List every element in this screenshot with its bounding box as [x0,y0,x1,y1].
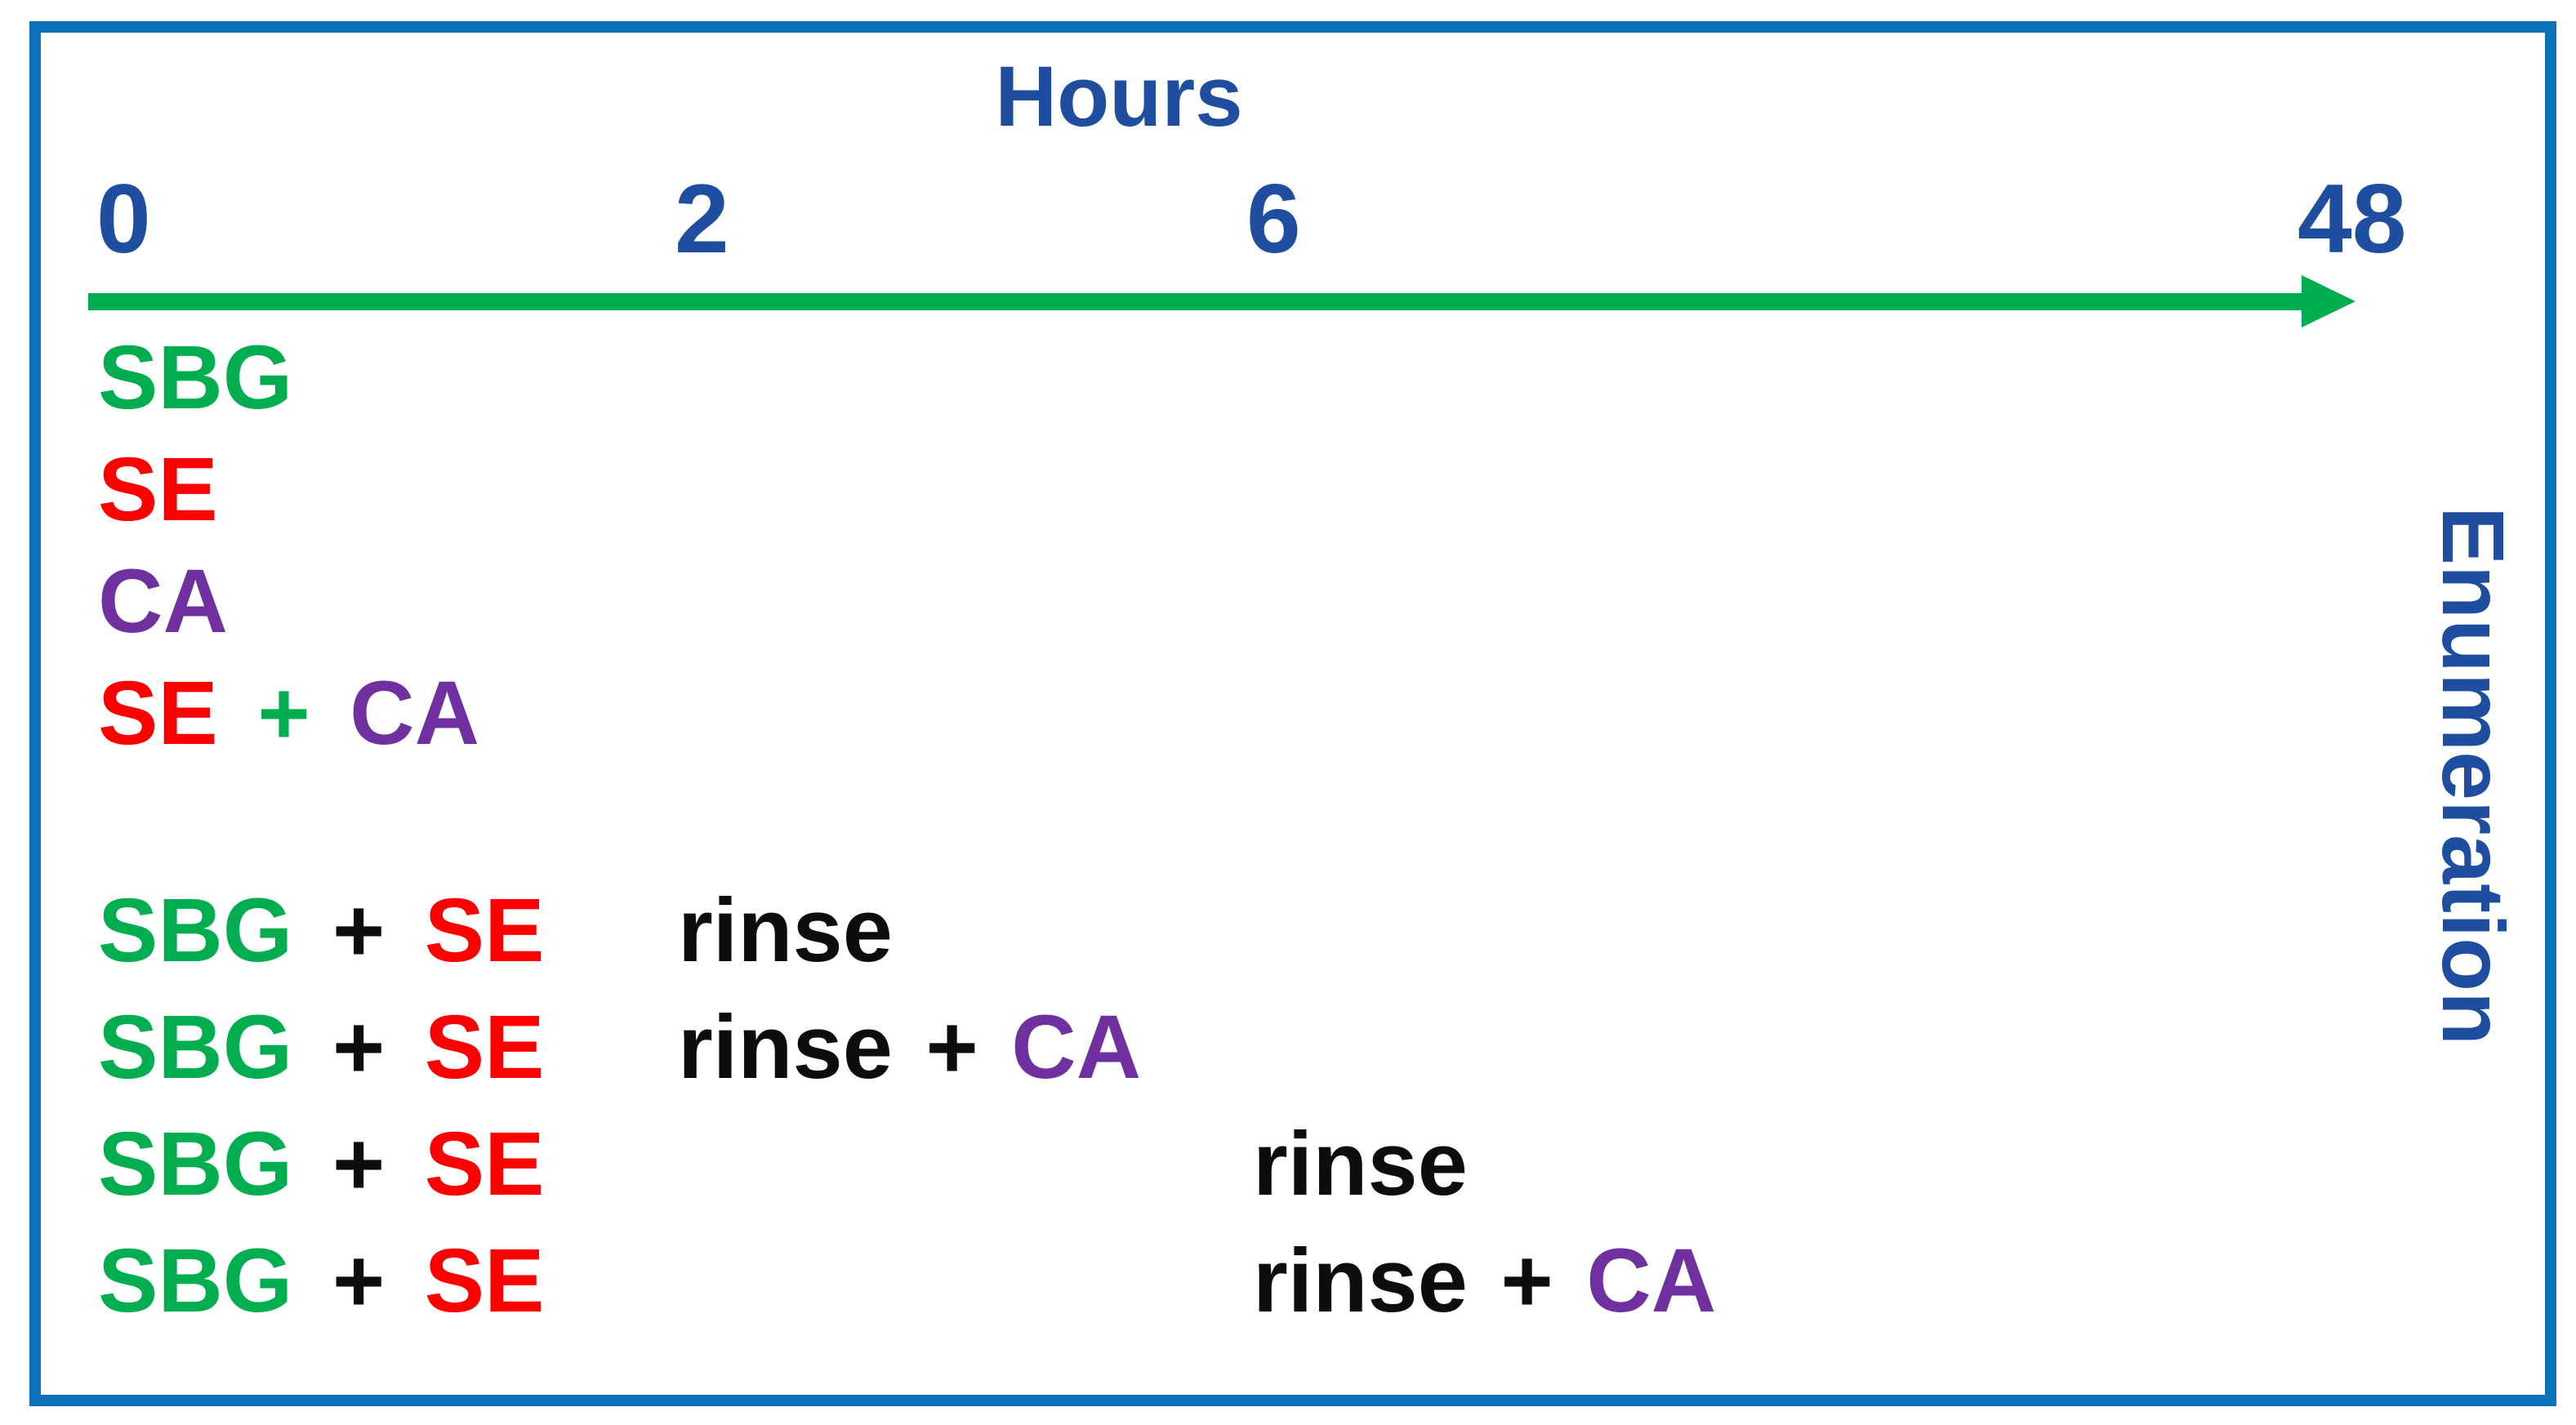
enumeration-axis-label: Enumeration [2424,505,2523,1046]
treatment-row-se: SE [98,445,218,535]
text-segment: SE [424,997,545,1098]
text-segment: SE [424,1114,545,1214]
rinse-note-hour6-row8: rinse + CA [1253,1236,1716,1326]
treatment-row-sbg-se-2: SBG + SE [98,1003,545,1093]
text-segment: + [332,1114,425,1214]
text-segment: SE [424,880,545,981]
text-segment: SE [424,1231,545,1331]
axis-title-hours: Hours [995,49,1243,145]
text-segment: rinse [678,880,893,981]
text-segment: + [257,663,350,764]
text-segment: SBG [98,327,293,428]
timeline-arrow-shaft [88,293,2302,310]
text-segment: CA [98,551,228,652]
rinse-note-hour2-row5: rinse [678,886,893,976]
treatment-row-sbg-se-4: SBG + SE [98,1236,545,1326]
timeline-arrow-head-icon [2302,275,2355,327]
figure-border [29,21,2556,1406]
text-segment: SBG [98,880,332,981]
tick-label-0: 0 [96,164,151,274]
tick-label-48: 48 [2297,164,2407,274]
text-segment: SE [98,663,258,764]
text-segment: rinse + [678,997,1012,1098]
text-segment: rinse [1253,1114,1468,1214]
tick-label-2: 2 [675,164,729,274]
treatment-row-sbg: SBG [98,333,292,423]
treatment-row-sbg-se-1: SBG + SE [98,886,545,976]
text-segment: SE [98,439,218,540]
treatment-row-sbg-se-3: SBG + SE [98,1120,545,1209]
text-segment: CA [350,663,480,764]
text-segment: SBG [98,997,332,1098]
tick-label-6: 6 [1246,164,1301,274]
text-segment: SBG [98,1114,332,1214]
rinse-note-hour6-row7: rinse [1253,1120,1468,1209]
text-segment: + [332,1231,425,1331]
text-segment: SBG [98,1231,332,1331]
treatment-row-ca: CA [98,557,228,647]
text-segment: + [332,997,425,1098]
text-segment: + [332,880,425,981]
rinse-note-hour2-row6: rinse + CA [678,1003,1141,1093]
text-segment: rinse + [1253,1231,1587,1331]
text-segment: CA [1011,997,1142,1098]
text-segment: CA [1586,1231,1717,1331]
treatment-row-se-ca: SE + CA [98,669,479,759]
